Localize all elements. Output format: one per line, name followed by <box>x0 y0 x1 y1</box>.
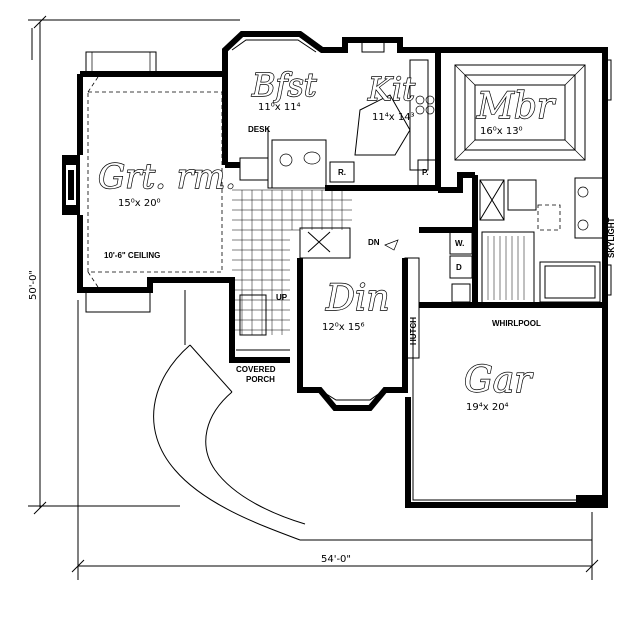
label-r: R. <box>338 168 346 177</box>
room-name-gar: Gar <box>464 360 533 401</box>
dining-walls <box>225 257 420 411</box>
label-hutch: HUTCH <box>409 317 418 345</box>
kitchen-walls <box>222 31 441 191</box>
room-dim-gar: 19⁴x 20⁴ <box>466 402 509 413</box>
powder-room <box>271 139 327 189</box>
garage-walls <box>405 302 608 508</box>
label-desk: DESK <box>248 125 270 134</box>
label-porch: PORCH <box>246 375 275 384</box>
fireplace <box>62 155 80 215</box>
room-dim-grtrm: 15⁰x 20⁰ <box>118 198 161 209</box>
label-covered: COVERED <box>236 365 276 374</box>
room-dim-bfst: 11⁰x 11⁴ <box>258 102 301 113</box>
room-dim-din: 12⁰x 15⁶ <box>322 322 365 333</box>
foyer-tile <box>232 189 352 336</box>
label-ceiling: 10'-6" CEILING <box>104 251 160 260</box>
room-dim-mbr: 16⁰x 13⁰ <box>480 126 523 137</box>
skylight-window <box>604 59 612 296</box>
stair <box>299 227 399 259</box>
room-name-bfst: Bfst <box>251 66 317 104</box>
label-d: D <box>456 263 462 272</box>
room-name-mbr: Mbr <box>476 86 556 127</box>
label-up: UP <box>276 293 288 302</box>
label-skylight: SKYLIGHT <box>607 217 616 258</box>
overall-width-dimension: 54'-0" <box>321 554 351 565</box>
room-name-grtrm: Grt. rm. <box>98 157 236 197</box>
master-bedroom-walls <box>438 47 608 193</box>
room-name-kit: Kit <box>367 70 415 108</box>
label-dn: DN <box>368 238 380 247</box>
room-name-din: Din <box>325 278 390 319</box>
overall-depth-dimension: 50'-0" <box>28 270 39 300</box>
label-w: W. <box>455 239 464 248</box>
label-whirlpool: WHIRLPOOL <box>492 319 541 328</box>
label-p: P. <box>422 168 429 177</box>
dimension-lines <box>28 15 599 580</box>
walkway <box>153 290 592 541</box>
room-dim-kit: 11⁴x 14³ <box>372 112 415 123</box>
laundry <box>419 227 475 303</box>
master-bath <box>472 175 608 305</box>
